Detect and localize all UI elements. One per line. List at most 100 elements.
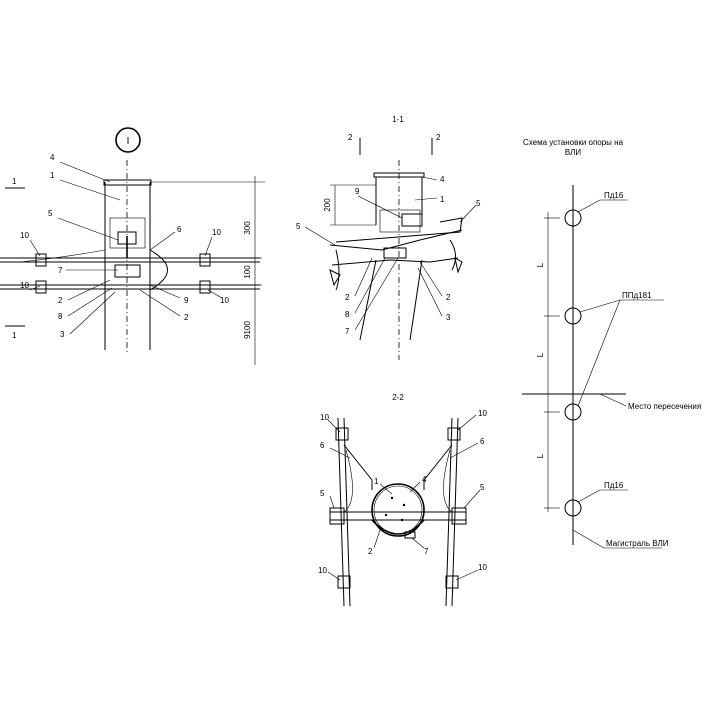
support-2 [564, 307, 582, 325]
s11-leader-4 [421, 176, 438, 181]
s22-dot-3 [384, 513, 388, 517]
s22-pole [371, 483, 425, 537]
s22-label-6-l: 6 [320, 441, 325, 450]
s22-band [371, 519, 425, 535]
scheme-title-line-2: ВЛИ [565, 148, 581, 157]
label-9: 9 [184, 296, 189, 305]
s11-label-5-left: 5 [296, 222, 301, 231]
span-L-1: L [536, 262, 545, 267]
span-L-2: L [536, 352, 545, 357]
label-10-c: 10 [212, 228, 221, 237]
s11-label-9: 9 [355, 187, 360, 196]
s11-arm [335, 217, 463, 243]
lower-clamp [114, 264, 141, 278]
label-main-line: Магистраль ВЛИ [606, 539, 669, 548]
s22-label-6-r: 6 [480, 437, 485, 446]
s22-leader-6-l [329, 447, 351, 459]
leader-1 [59, 179, 121, 201]
label-10-b: 10 [20, 281, 29, 290]
clamp-10-left-top [35, 253, 47, 267]
s11-clamp-right [454, 257, 463, 274]
s11-label-4: 4 [440, 175, 445, 184]
label-pd16-top: Пд16 [604, 191, 624, 200]
s22-leader-5-r [463, 489, 481, 509]
view-i: I 300 100 9100 1 1 [0, 127, 265, 365]
leader-2-right [139, 289, 181, 317]
s22-label-10-tr: 10 [478, 409, 487, 418]
section-1-1: 1-1 2 2 200 4 1 9 5 [296, 115, 481, 360]
s11-hang-left [335, 249, 340, 291]
s22-label-2: 2 [368, 547, 373, 556]
callout-ppd181-leader-1 [579, 299, 621, 313]
leader-10-d [207, 289, 223, 299]
leader-10-a [29, 239, 41, 257]
label-10-a: 10 [20, 231, 29, 240]
leader-4 [59, 161, 111, 183]
support-1 [564, 209, 582, 227]
s22-clamp-5-right [451, 507, 467, 525]
s22-leader-10-bl [327, 571, 341, 581]
clamp-10-right-bottom [199, 280, 211, 294]
s22-clamp-7 [404, 531, 416, 539]
callout-main-line-leader [572, 529, 605, 549]
view-marker-label: I [127, 136, 130, 147]
leader-8 [67, 287, 113, 317]
s11-leader-5-left [304, 226, 336, 246]
s11-leader-3 [417, 267, 443, 317]
leader-6 [149, 231, 176, 251]
s22-leader-4 [409, 481, 421, 493]
s22-clamp-5-left [329, 507, 345, 525]
s11-clamp-9 [401, 213, 423, 227]
callout-pd16-top-leader [577, 199, 601, 213]
label-3: 3 [60, 330, 65, 339]
label-7: 7 [58, 266, 63, 275]
label-pd16-bottom: Пд16 [604, 481, 624, 490]
cut-1-bottom: 1 [12, 331, 17, 340]
installation-scheme: Схема установки опоры на ВЛИ L L L Пд16 … [522, 138, 701, 549]
leader-10-b [29, 285, 41, 291]
pole-cap [103, 179, 152, 186]
s22-dot-4 [400, 518, 404, 522]
s22-label-5-r: 5 [480, 483, 485, 492]
s11-leader-1 [414, 197, 438, 201]
s22-leader-10-tr [457, 414, 477, 431]
support-4 [564, 499, 582, 517]
s22-leader-5-l [329, 495, 335, 509]
s11-leader-7 [354, 257, 399, 331]
span-L-3: L [536, 453, 545, 458]
s22-leader-1 [379, 483, 393, 495]
s22-dot-1 [390, 496, 394, 500]
label-2-left: 2 [58, 296, 63, 305]
label-10-d: 10 [220, 296, 229, 305]
label-2-right: 2 [184, 313, 189, 322]
s22-label-1: 1 [374, 477, 379, 486]
s22-sag-right [443, 449, 453, 513]
s22-label-10-bl: 10 [318, 566, 327, 575]
cut-2-left: 2 [348, 133, 353, 142]
clamp-10-right-top [199, 253, 211, 267]
clamp-10-left-bottom [35, 280, 47, 294]
section-2-2-title: 2-2 [392, 393, 404, 402]
s11-leader-5-right [459, 204, 477, 223]
s22-clamp-tl [335, 427, 349, 441]
callout-crossing-leader [599, 393, 627, 407]
s11-label-7: 7 [345, 327, 350, 336]
leader-2-left [67, 279, 111, 301]
s11-leader-8 [354, 257, 386, 314]
s22-label-10-br: 10 [478, 563, 487, 572]
s22-label-5-l: 5 [320, 489, 325, 498]
s11-hang-right [449, 239, 456, 271]
dim-300: 300 [243, 221, 252, 235]
label-8: 8 [58, 312, 63, 321]
s22-label-7: 7 [424, 547, 429, 556]
s11-leader-2-right [419, 261, 443, 297]
s22-leader-10-br [455, 569, 479, 581]
s22-clamp-tr [447, 427, 461, 441]
s22-clamp-br [445, 575, 459, 589]
s11-pole-lower-r [409, 259, 423, 341]
section-1-1-title: 1-1 [392, 115, 404, 124]
label-6: 6 [177, 225, 182, 234]
cut-2-right: 2 [436, 133, 441, 142]
